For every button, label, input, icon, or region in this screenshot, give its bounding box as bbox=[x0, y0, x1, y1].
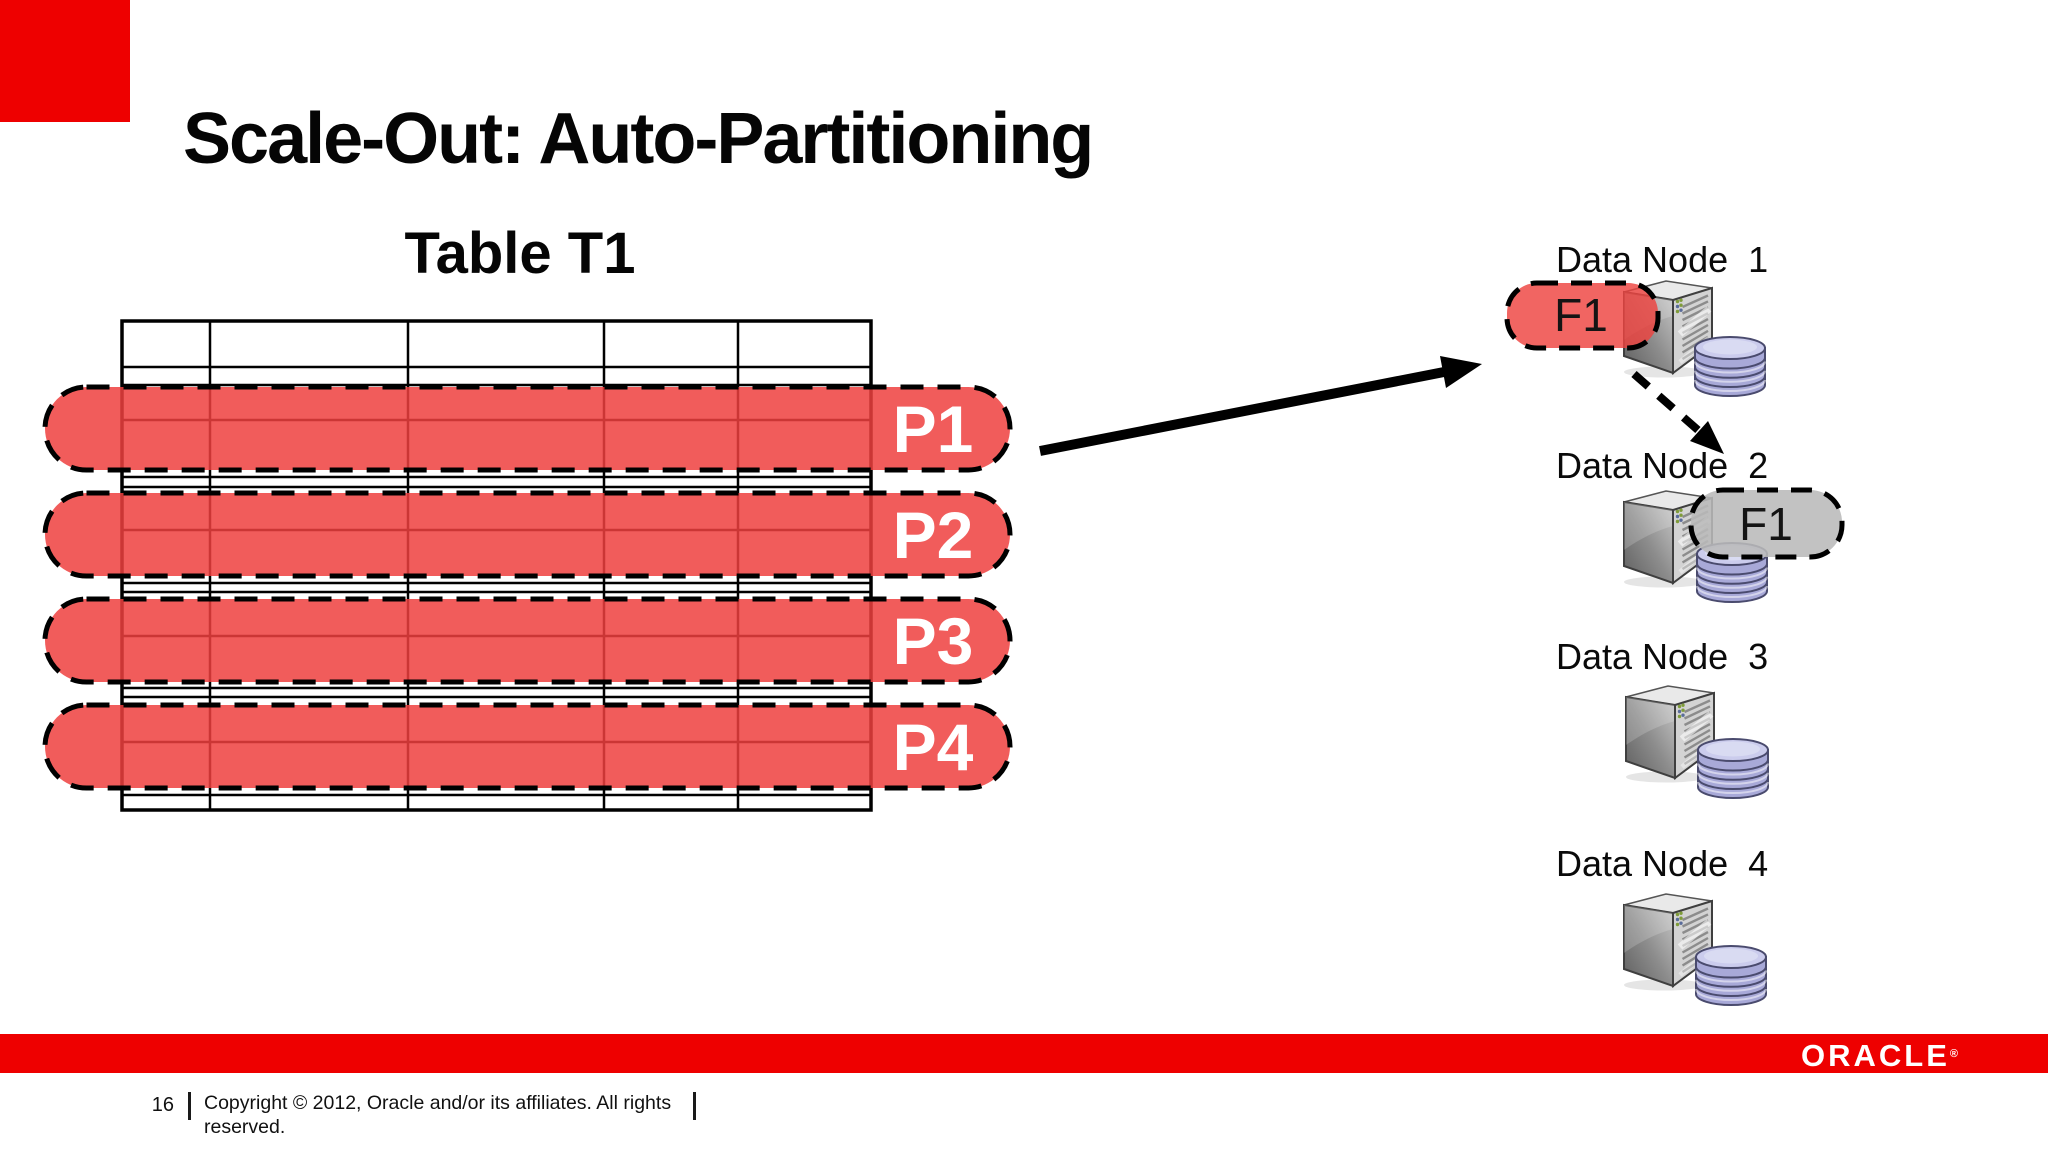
partition-label-p4: P4 bbox=[893, 710, 974, 784]
table-title: Table T1 bbox=[404, 221, 636, 286]
data-node-2-label: Data Node 2 bbox=[1556, 445, 1769, 486]
page-number: 16 bbox=[151, 1094, 174, 1116]
partition-band-p3 bbox=[42, 596, 1013, 685]
server-tower-icon bbox=[1624, 491, 1712, 588]
footer-separator bbox=[188, 1092, 191, 1120]
registered-mark: ® bbox=[1949, 1048, 1958, 1060]
copyright-line-1: Copyright © 2012, Oracle and/or its affi… bbox=[204, 1092, 672, 1114]
fragment-chip-replica: F1 bbox=[1688, 487, 1845, 560]
database-cylinder-icon bbox=[1696, 542, 1768, 603]
fragment-chip-primary: F1 bbox=[1504, 280, 1661, 351]
data-node-1-icons bbox=[1624, 281, 1766, 397]
partition-label-p1: P1 bbox=[893, 392, 974, 466]
replication-arrow bbox=[1631, 370, 1724, 454]
data-node-3-label: Data Node 3 bbox=[1556, 636, 1769, 677]
partition-assignment-arrow bbox=[1039, 356, 1482, 456]
partition-band-p1 bbox=[42, 384, 1013, 473]
database-cylinder-icon bbox=[1697, 738, 1769, 799]
server-tower-icon bbox=[1624, 281, 1712, 378]
oracle-logo: ORACLE® bbox=[1801, 1040, 1958, 1071]
partition-label-p3: P3 bbox=[893, 604, 974, 678]
partition-band-p4 bbox=[42, 702, 1013, 791]
copyright-text: Copyright © 2012, Oracle and/or its affi… bbox=[204, 1092, 671, 1139]
footer-accent-bar bbox=[0, 1034, 2048, 1073]
footer-separator bbox=[693, 1092, 696, 1120]
fragment-label: F1 bbox=[1554, 289, 1608, 341]
slide-title: Scale-Out: Auto-Partitioning bbox=[183, 99, 1094, 180]
partition-label-p2: P2 bbox=[893, 498, 974, 572]
data-node-4-label: Data Node 4 bbox=[1556, 843, 1769, 884]
database-cylinder-icon bbox=[1694, 336, 1766, 397]
server-tower-icon bbox=[1626, 686, 1714, 783]
data-node-2-icons bbox=[1624, 491, 1768, 603]
data-node-3-icons bbox=[1626, 686, 1769, 799]
fragment-label: F1 bbox=[1739, 498, 1793, 550]
database-cylinder-icon bbox=[1695, 945, 1767, 1006]
table-grid bbox=[120, 319, 873, 812]
copyright-line-2: reserved. bbox=[204, 1115, 286, 1138]
data-node-1-label: Data Node 1 bbox=[1556, 239, 1769, 280]
corner-accent-square bbox=[0, 0, 130, 122]
partition-band-p2 bbox=[42, 490, 1013, 579]
oracle-logo-text: ORACLE bbox=[1801, 1038, 1950, 1073]
data-node-4-icons bbox=[1624, 894, 1767, 1006]
partition-bands: P1 P2 P3 P4 bbox=[42, 384, 1013, 791]
server-tower-icon bbox=[1624, 894, 1712, 991]
